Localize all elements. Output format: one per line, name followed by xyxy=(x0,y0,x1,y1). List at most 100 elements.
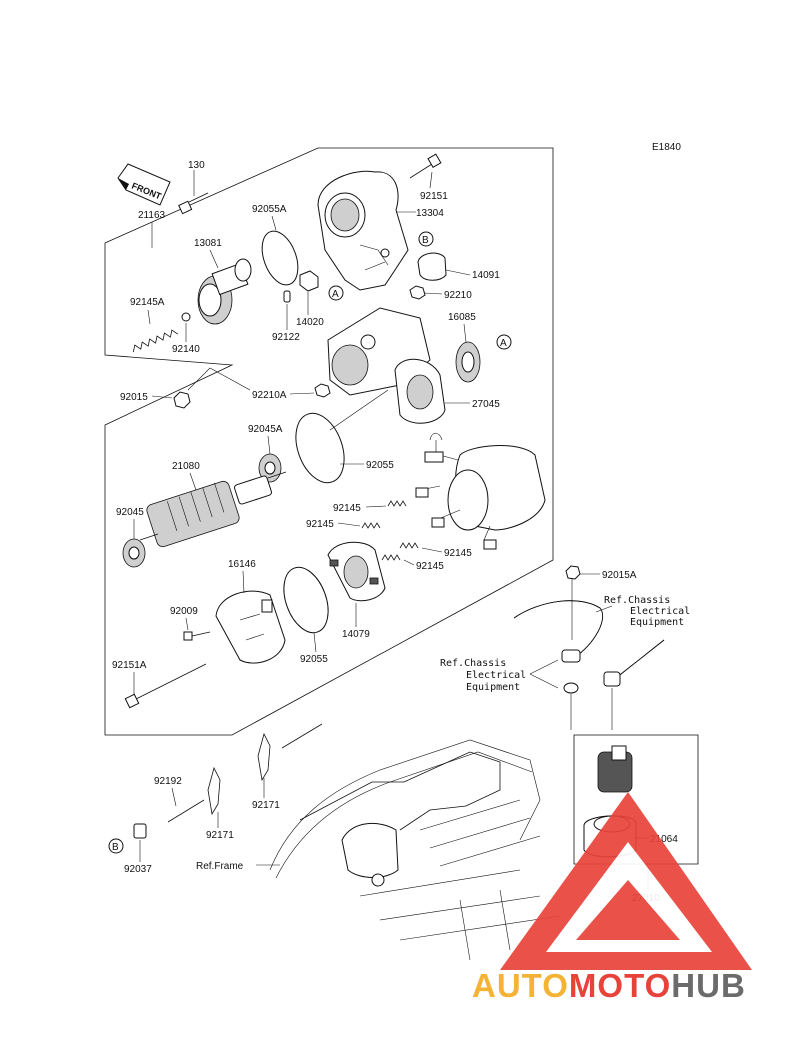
battery-cable-icon xyxy=(513,600,603,661)
ref-chassis-1-line1: Ref.Chassis xyxy=(604,595,670,606)
callout-92015: 92015 xyxy=(120,392,148,403)
callout-92015a: 92015A xyxy=(602,570,637,581)
brush-holder-14079-icon xyxy=(327,541,386,602)
relay-group-boundary xyxy=(573,734,699,865)
ball-92140-icon xyxy=(181,312,191,322)
ref-chassis-2-line2: Electrical xyxy=(466,670,526,681)
marker-a-2: A xyxy=(500,338,507,349)
callout-92045a: 92045A xyxy=(248,424,283,435)
callout-92122: 92122 xyxy=(272,332,300,343)
bearing-92045-icon xyxy=(122,538,146,568)
gear-cover-27045-icon xyxy=(394,358,446,424)
spring-92145a-icon xyxy=(132,329,179,353)
marker-b-icon xyxy=(108,838,124,854)
callout-92009: 92009 xyxy=(170,606,198,617)
bolt-92151-icon xyxy=(409,153,442,179)
callout-14079: 14079 xyxy=(342,629,370,640)
callout-21080: 21080 xyxy=(172,461,200,472)
callout-92145-2: 92145 xyxy=(306,519,334,530)
ref-frame-label: Ref.Frame xyxy=(196,861,244,872)
callout-14020: 14020 xyxy=(296,317,324,328)
callout-92145-4: 92145 xyxy=(416,561,444,572)
through-bolt-92151a-icon xyxy=(124,663,207,709)
marker-b-icon xyxy=(418,231,434,247)
watermark-logo-icon xyxy=(500,792,752,970)
screw-92009-icon xyxy=(183,631,211,641)
callout-13081: 13081 xyxy=(194,238,222,249)
ref-chassis-1-line2: Electrical xyxy=(630,606,690,617)
callout-92171-2: 92171 xyxy=(252,800,280,811)
clamp-92037-icon xyxy=(133,823,147,839)
callout-16085: 16085 xyxy=(448,312,476,323)
callout-92055: 92055 xyxy=(366,460,394,471)
callout-92145-1: 92145 xyxy=(333,503,361,514)
washer-92015-icon xyxy=(173,391,191,409)
callout-92151: 92151 xyxy=(420,191,448,202)
cable-pipe-icon xyxy=(167,723,323,823)
callout-92055a: 92055A xyxy=(252,204,287,215)
callout-92045: 92045 xyxy=(116,507,144,518)
wm-auto: AUTO xyxy=(472,967,569,1004)
pin-92122-icon xyxy=(283,290,291,303)
front-arrow-icon: FRONT xyxy=(117,163,171,206)
watermark-text: AUTOMOTOHUB xyxy=(472,967,746,1004)
cap-14091-icon xyxy=(417,252,447,281)
clip-92171-icon xyxy=(207,766,221,816)
motor-yoke-icon xyxy=(415,432,546,550)
bolt-130-icon xyxy=(178,192,209,215)
spring-92145-icon xyxy=(361,522,381,529)
gear-16085-icon xyxy=(455,341,481,383)
svg-text:AUTOMOTOHUB: AUTOMOTOHUB xyxy=(472,967,746,1004)
pinion-gear-13081-icon xyxy=(197,258,252,325)
spring-92145-icon xyxy=(381,554,401,561)
assembly-boundary xyxy=(104,147,554,736)
terminal-icon xyxy=(603,671,621,687)
wm-moto: MOTO xyxy=(569,967,671,1004)
callout-92151a: 92151A xyxy=(112,660,147,671)
ref-chassis-2-line1: Ref.Chassis xyxy=(440,658,506,669)
callout-92210a: 92210A xyxy=(252,390,287,401)
nut-92210a-icon xyxy=(314,383,331,398)
washer-icon xyxy=(563,682,579,694)
callout-92145-3: 92145 xyxy=(444,548,472,559)
clip-92171-icon xyxy=(257,732,271,782)
callout-92171-1: 92171 xyxy=(206,830,234,841)
callout-92055-lower: 92055 xyxy=(300,654,328,665)
callout-130: 130 xyxy=(188,160,205,171)
callout-14091: 14091 xyxy=(472,270,500,281)
callout-92210: 92210 xyxy=(444,290,472,301)
spring-92145-icon xyxy=(387,500,407,507)
o-ring-92055-lower-icon xyxy=(283,566,329,634)
callout-21163: 21163 xyxy=(138,210,166,221)
callout-92037: 92037 xyxy=(124,864,152,875)
retainer-14020-icon xyxy=(299,270,319,292)
marker-b-1: B xyxy=(422,235,429,246)
diagram-code: E1840 xyxy=(652,142,681,153)
nut-92015a-icon xyxy=(565,565,581,580)
nut-92210-icon xyxy=(409,285,426,300)
spring-92145-icon xyxy=(399,542,419,549)
o-ring-92055-icon xyxy=(295,412,345,484)
terminal-icon xyxy=(561,649,581,663)
marker-a-icon xyxy=(496,334,512,350)
ref-chassis-1-line3: Equipment xyxy=(630,617,684,628)
end-cover-16146-icon xyxy=(215,590,286,664)
o-ring-92055a-icon xyxy=(261,230,299,286)
callout-92145a: 92145A xyxy=(130,297,165,308)
callout-13304: 13304 xyxy=(416,208,444,219)
marker-b-2: B xyxy=(112,842,119,853)
callout-27045: 27045 xyxy=(472,399,500,410)
starter-housing-13304-icon xyxy=(317,170,409,291)
wm-hub: HUB xyxy=(671,967,746,1004)
marker-a-1: A xyxy=(332,289,339,300)
bearing-92045a-icon xyxy=(258,453,282,483)
marker-a-icon xyxy=(328,285,344,301)
frame-reference-icon xyxy=(269,739,561,961)
armature-21080-icon xyxy=(139,471,287,548)
callout-21064: 21064 xyxy=(650,834,678,845)
callout-92192: 92192 xyxy=(154,776,182,787)
callout-92140: 92140 xyxy=(172,344,200,355)
callout-16146: 16146 xyxy=(228,559,256,570)
